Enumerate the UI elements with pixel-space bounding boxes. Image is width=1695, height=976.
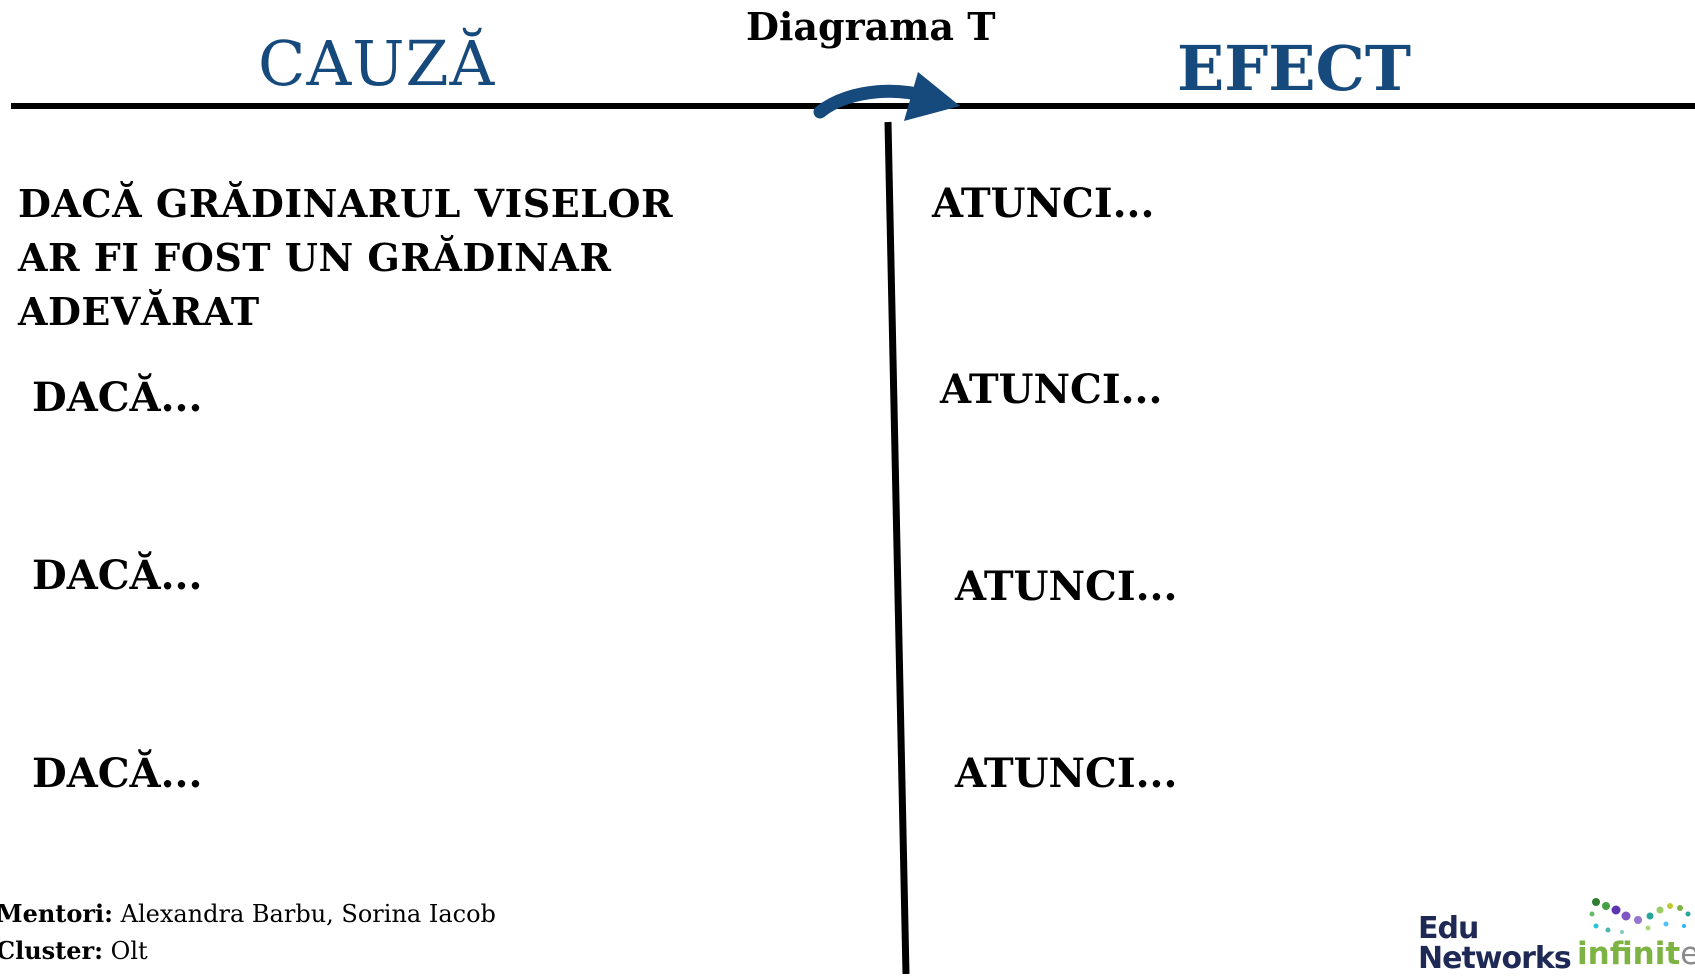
cause-main-line: AR FI FOST UN GRĂDINAR [18, 235, 612, 280]
mentors-value: Alexandra Barbu, Sorina Iacob [113, 900, 496, 928]
effect-prompt: ATUNCI... [955, 750, 1178, 797]
cause-prompt: DACĂ... [32, 750, 203, 797]
effect-heading: EFECT [1177, 32, 1412, 105]
infinitedu-dots-icon [1589, 898, 1691, 934]
diagram-title: Diagrama T [746, 4, 996, 49]
cause-main-line: DACĂ GRĂDINARUL VISELOR [18, 181, 674, 226]
curved-arrow-icon [813, 72, 960, 121]
cluster-credit: Cluster: Olt [0, 936, 148, 965]
infinitedu-logo: infinitedu [1577, 936, 1695, 972]
cause-heading: CAUZĂ [258, 27, 496, 100]
vertical-divider [884, 121, 910, 974]
edu-logo-line2: Networks [1418, 941, 1572, 976]
effect-prompt: ATUNCI... [940, 366, 1163, 413]
cause-main-statement: DACĂ GRĂDINARUL VISELOR AR FI FOST UN GR… [18, 177, 778, 339]
infinit-logo-part2: edu [1680, 936, 1695, 972]
cause-prompt: DACĂ... [32, 374, 203, 421]
cluster-value: Olt [103, 937, 148, 965]
effect-prompt: ATUNCI... [932, 180, 1155, 227]
infinit-logo-part1: infinit [1577, 936, 1681, 972]
edu-logo-line1: Edu [1418, 911, 1479, 946]
edu-networks-logo: Edu Networks [1418, 911, 1572, 976]
mentors-label: Mentori: [0, 899, 113, 928]
cause-prompt: DACĂ... [32, 552, 203, 599]
mentors-credit: Mentori: Alexandra Barbu, Sorina Iacob [0, 899, 496, 928]
cluster-label: Cluster: [0, 936, 104, 965]
cause-main-line: ADEVĂRAT [18, 289, 260, 334]
effect-prompt: ATUNCI... [955, 563, 1178, 610]
